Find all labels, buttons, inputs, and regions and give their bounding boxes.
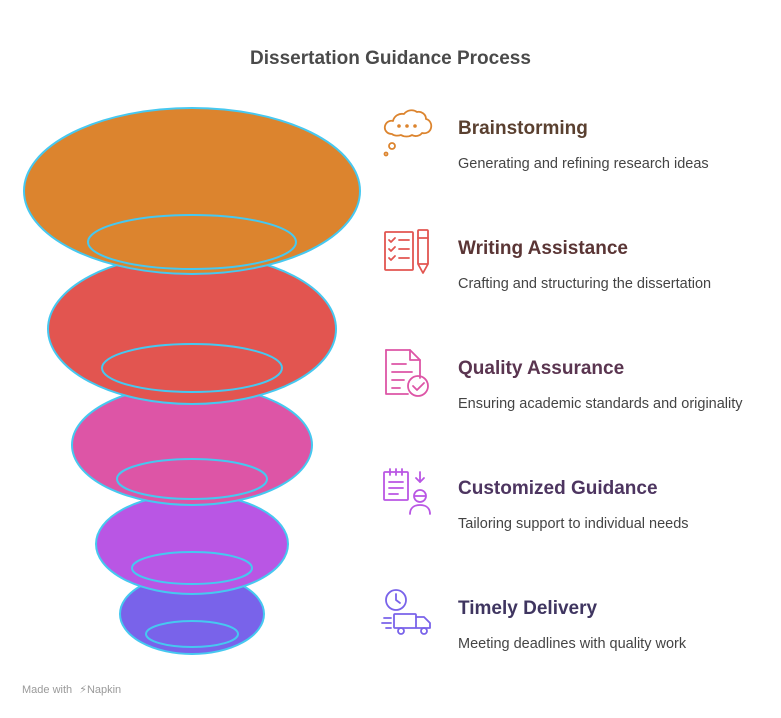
funnel-layer-3-rim bbox=[116, 458, 268, 500]
step-writing-assistance: Writing Assistance Crafting and structur… bbox=[380, 226, 770, 326]
step-description: Generating and refining research ideas bbox=[458, 156, 709, 172]
calendar-person-icon bbox=[383, 468, 431, 515]
step-title: Timely Delivery bbox=[458, 598, 598, 619]
funnel-layer-4-rim bbox=[131, 551, 253, 585]
funnel-layer-1 bbox=[23, 107, 361, 275]
step-title: Writing Assistance bbox=[458, 238, 628, 259]
funnel-layer-4-body bbox=[95, 493, 289, 595]
footer-brand: Napkin bbox=[86, 684, 122, 696]
step-title: Brainstorming bbox=[458, 118, 588, 139]
funnel-layer-5-rim bbox=[145, 620, 239, 648]
made-with-footer[interactable]: Made with ⚡Napkin bbox=[22, 683, 121, 696]
document-check-icon bbox=[385, 349, 429, 397]
step-quality-assurance: Quality Assurance Ensuring academic stan… bbox=[380, 346, 770, 446]
clock-truck-icon bbox=[381, 589, 431, 635]
step-timely-delivery: Timely Delivery Meeting deadlines with q… bbox=[380, 586, 770, 686]
step-description: Tailoring support to individual needs bbox=[458, 516, 689, 532]
step-description: Ensuring academic standards and original… bbox=[458, 396, 743, 412]
step-description: Crafting and structuring the dissertatio… bbox=[458, 276, 712, 292]
page-title: Dissertation Guidance Process bbox=[250, 48, 531, 69]
step-customized-guidance: Customized Guidance Tailoring support to… bbox=[380, 466, 770, 566]
step-description: Meeting deadlines with quality work bbox=[458, 636, 687, 652]
thought-bubble-icon bbox=[383, 109, 433, 157]
step-title: Customized Guidance bbox=[458, 478, 658, 499]
funnel-layer-2-body bbox=[47, 253, 337, 405]
funnel-layer-2-rim bbox=[101, 343, 283, 393]
step-brainstorming: Brainstorming Generating and refining re… bbox=[380, 106, 770, 206]
funnel-layer-1-rim bbox=[87, 214, 297, 270]
checklist-pen-icon bbox=[384, 229, 429, 274]
step-title: Quality Assurance bbox=[458, 358, 625, 379]
napkin-logo-icon: ⚡ bbox=[79, 684, 87, 696]
funnel-layer-1-body bbox=[23, 107, 361, 275]
funnel-layer-2 bbox=[47, 253, 337, 405]
footer-prefix: Made with bbox=[22, 684, 73, 696]
funnel-layer-4 bbox=[95, 493, 289, 595]
